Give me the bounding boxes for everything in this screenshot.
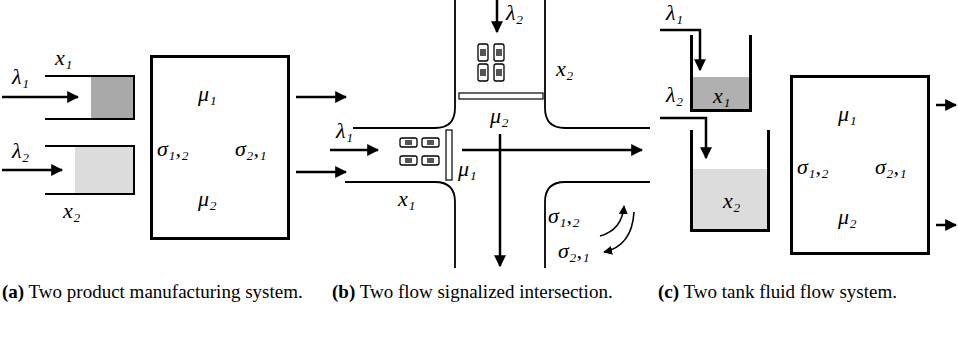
car bbox=[400, 156, 417, 165]
inflow-arrow bbox=[660, 118, 706, 158]
server-box: μ₁ μ₂ σ₁,₂ σ₂,₁ bbox=[790, 75, 930, 255]
buffer-level bbox=[91, 77, 133, 118]
car-window bbox=[480, 69, 486, 76]
car bbox=[422, 156, 439, 165]
car-window bbox=[405, 140, 412, 145]
subfigure-caption: (c) Two tank fluid flow system. bbox=[658, 280, 954, 305]
caption-text: Two product manufacturing system. bbox=[24, 281, 303, 302]
car-body bbox=[400, 138, 417, 147]
car bbox=[478, 64, 488, 81]
switch-rate: σ₁,₂ bbox=[548, 205, 580, 227]
car-window bbox=[496, 69, 502, 76]
service-rate: μ₁ bbox=[198, 83, 217, 105]
state-label: x₁ bbox=[55, 47, 72, 69]
curb bbox=[545, 0, 650, 128]
state-label: x₁ bbox=[713, 85, 730, 107]
departure-arrow bbox=[936, 104, 956, 107]
switch-arrows bbox=[600, 206, 634, 252]
service-rate: μ₂ bbox=[490, 105, 509, 127]
stop-line bbox=[446, 130, 452, 180]
queue-length: x₁ bbox=[398, 188, 415, 210]
arrival-arrow bbox=[2, 96, 78, 99]
arrival-arrow bbox=[330, 149, 378, 152]
curb bbox=[545, 182, 650, 268]
buffer: x₂ bbox=[45, 145, 135, 195]
car bbox=[494, 44, 504, 61]
arrival-rate: λ₁ bbox=[336, 120, 353, 142]
car bbox=[494, 64, 504, 81]
buffer: x₁ bbox=[45, 75, 135, 120]
inflow-arrow bbox=[660, 30, 700, 70]
switch-rate: σ₂,₁ bbox=[558, 240, 590, 262]
arrival-rate: λ₂ bbox=[12, 140, 29, 162]
subfigure-letter: (a) bbox=[2, 281, 24, 302]
switch-rate: σ₁,₂ bbox=[797, 156, 829, 178]
road-edges bbox=[345, 0, 650, 268]
subfigure-letter: (c) bbox=[658, 281, 679, 302]
car-window bbox=[427, 158, 434, 163]
switch-rate: σ₁,₂ bbox=[157, 138, 189, 160]
car bbox=[422, 138, 439, 147]
caption-text: Two flow signalized intersection. bbox=[355, 281, 612, 302]
car-window bbox=[405, 158, 412, 163]
service-rate: μ₂ bbox=[838, 206, 857, 228]
car-window bbox=[480, 49, 486, 56]
server-box: μ₁ μ₂ σ₁,₂ σ₂,₁ bbox=[150, 55, 290, 240]
switch-rate: σ₂,₁ bbox=[875, 156, 907, 178]
switch-arrow bbox=[600, 206, 624, 236]
state-label: x₂ bbox=[723, 190, 740, 212]
car bbox=[478, 44, 488, 61]
buffer-level bbox=[75, 147, 133, 193]
tank: x₁ bbox=[690, 35, 752, 112]
departure-arrow bbox=[296, 96, 346, 99]
car-body bbox=[400, 156, 417, 165]
arrival-rate: λ₂ bbox=[666, 84, 683, 106]
arrival-rate: λ₂ bbox=[506, 2, 523, 24]
switch-rate: σ₂,₁ bbox=[235, 138, 267, 160]
car-body bbox=[422, 138, 439, 147]
curb bbox=[345, 0, 455, 128]
queue-length: x₂ bbox=[556, 58, 573, 80]
flow-arrows bbox=[330, 0, 642, 266]
arrival-arrow bbox=[496, 0, 499, 32]
cars bbox=[400, 44, 504, 165]
arrival-arrow bbox=[2, 169, 62, 172]
car-body bbox=[494, 64, 504, 81]
caption-text: Two tank fluid flow system. bbox=[679, 281, 897, 302]
arrival-rate: λ₁ bbox=[666, 2, 683, 24]
subfigure-caption: (b) Two flow signalized intersection. bbox=[332, 280, 642, 305]
car-body bbox=[422, 156, 439, 165]
car-body bbox=[478, 64, 488, 81]
service-rate: μ₁ bbox=[838, 103, 857, 125]
through-arrow bbox=[499, 134, 502, 266]
car bbox=[400, 138, 417, 147]
switch-arrow bbox=[604, 212, 634, 252]
service-rate: μ₁ bbox=[458, 158, 477, 180]
car-body bbox=[494, 44, 504, 61]
subfigure-letter: (b) bbox=[332, 281, 355, 302]
arrival-rate: λ₁ bbox=[12, 66, 29, 88]
departure-arrow bbox=[936, 224, 956, 227]
car-window bbox=[427, 140, 434, 145]
stop-line bbox=[459, 93, 543, 99]
tank: x₂ bbox=[690, 130, 770, 232]
curb bbox=[345, 182, 455, 268]
service-rate: μ₂ bbox=[198, 188, 217, 210]
car-window bbox=[496, 49, 502, 56]
car-body bbox=[478, 44, 488, 61]
state-label: x₂ bbox=[63, 200, 80, 222]
through-arrow bbox=[462, 149, 642, 152]
subfigure-caption: (a) Two product manufacturing system. bbox=[2, 280, 312, 305]
departure-arrow bbox=[296, 171, 346, 174]
